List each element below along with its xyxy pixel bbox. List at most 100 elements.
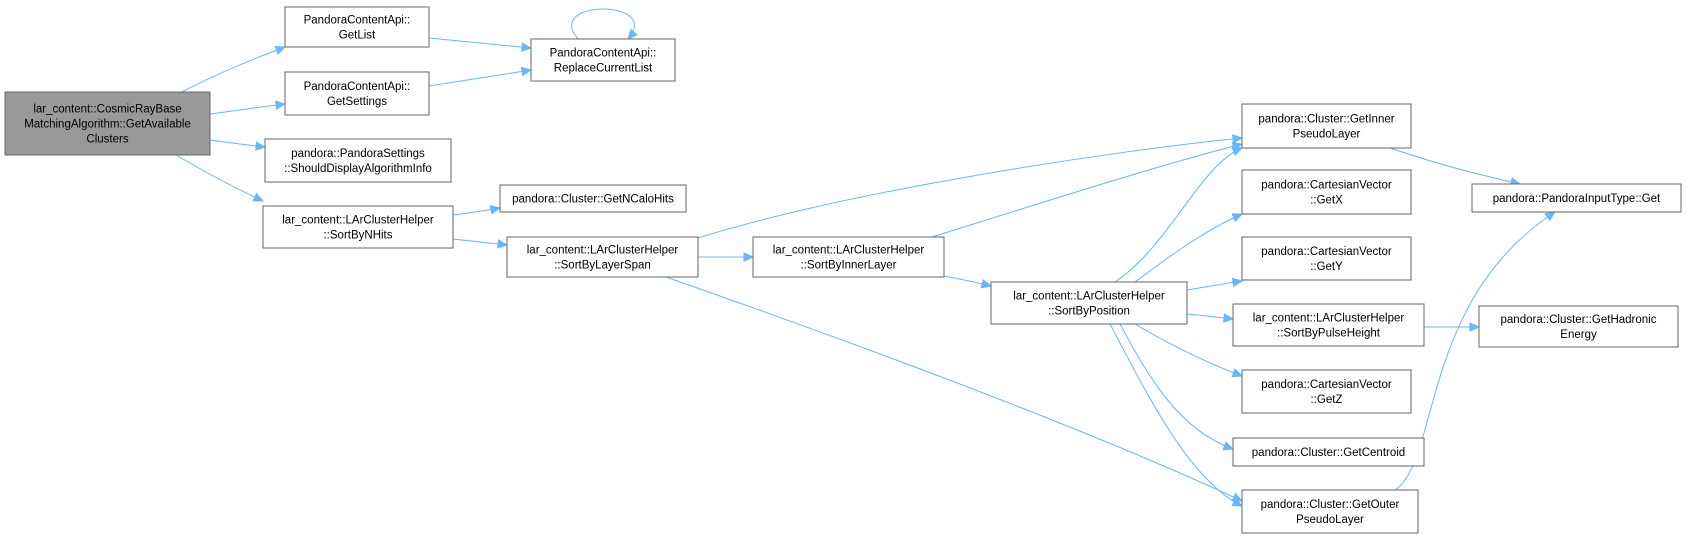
arrowhead-icon (1231, 213, 1244, 223)
node-label-line: ReplaceCurrentList (554, 63, 653, 75)
edge-root-to-sortbynhits (175, 154, 265, 202)
node-inputtype[interactable]: pandora::PandoraInputType::Get (1471, 183, 1682, 213)
node-sortbynhits[interactable]: lar_content::LArClusterHelper::SortByNHi… (262, 205, 454, 249)
node-root[interactable]: lar_content::CosmicRayBaseMatchingAlgori… (4, 91, 211, 156)
edge-sortbyposition-to-getinner (1114, 147, 1244, 283)
node-label-line: pandora::PandoraSettings (291, 148, 425, 160)
arrowhead-icon (274, 45, 287, 55)
node-label-line: ::SortByNHits (323, 230, 392, 242)
node-label-line: ::SortByLayerSpan (554, 260, 651, 272)
arrowhead-icon (1231, 497, 1244, 507)
node-label-line: PandoraContentApi:: (304, 81, 411, 93)
node-label-line: pandora::CartesianVector (1261, 246, 1392, 258)
edge-sortbylayerspan-to-getinner (697, 134, 1244, 239)
node-box (1241, 236, 1412, 281)
edge-line (1389, 147, 1521, 185)
edge-line (175, 46, 286, 96)
node-getncalohits[interactable]: pandora::Cluster::GetNCaloHits (499, 184, 687, 213)
node-shoulddisplay[interactable]: pandora::PandoraSettings::ShouldDisplayA… (264, 138, 452, 183)
node-label-line: Clusters (86, 134, 128, 146)
node-getz[interactable]: pandora::CartesianVector::GetZ (1241, 369, 1412, 414)
node-label-line: lar_content::LArClusterHelper (282, 215, 434, 227)
node-box (1241, 103, 1412, 149)
node-label-line: PseudoLayer (1296, 514, 1364, 526)
edge-line (175, 154, 264, 202)
node-box (1478, 305, 1679, 348)
node-label-line: ::GetY (1310, 261, 1343, 273)
arrowhead-icon (255, 141, 267, 151)
edge-sortbyposition-to-getcentroid (1119, 323, 1235, 451)
node-box (284, 71, 430, 116)
arrowhead-icon (1231, 368, 1244, 378)
edge-root-to-getlist (175, 45, 287, 96)
edge-line (1134, 323, 1243, 377)
node-getsettings[interactable]: PandoraContentApi::GetSettings (284, 71, 430, 116)
node-label-line: PandoraContentApi:: (304, 15, 411, 27)
node-sortbyinnerlayer[interactable]: lar_content::LArClusterHelper::SortByInn… (752, 236, 945, 278)
node-sortbylayerspan[interactable]: lar_content::LArClusterHelper::SortByLay… (506, 236, 699, 278)
edge-line (571, 8, 635, 40)
arrowhead-icon (1222, 441, 1235, 451)
edge-line (1114, 147, 1243, 283)
node-label-line: pandora::Cluster::GetInner (1258, 114, 1394, 126)
edge-root-to-getsettings (209, 100, 287, 115)
node-box (1232, 303, 1425, 347)
node-replace[interactable]: PandoraContentApi::ReplaceCurrentList (530, 38, 676, 82)
node-label-line: pandora::PandoraInputType::Get (1493, 193, 1661, 205)
node-label-line: ::GetX (1310, 195, 1343, 207)
node-label-line: ::SortByPulseHeight (1277, 328, 1381, 340)
node-getx[interactable]: pandora::CartesianVector::GetX (1241, 169, 1412, 215)
edge-line (428, 69, 532, 87)
node-label-line: PandoraContentApi:: (550, 48, 657, 60)
nodes-layer: lar_content::CosmicRayBaseMatchingAlgori… (4, 6, 1682, 534)
node-label-line: GetList (339, 30, 376, 42)
edge-sortbyposition-to-gety (1186, 277, 1244, 291)
node-label-line: lar_content::LArClusterHelper (1253, 313, 1405, 325)
arrowhead-icon (497, 239, 509, 249)
arrowhead-icon (1469, 322, 1481, 332)
arrowhead-icon (1232, 134, 1244, 144)
arrowhead-icon (520, 66, 533, 77)
node-label-line: pandora::Cluster::GetNCaloHits (512, 194, 674, 206)
node-label-line: pandora::CartesianVector (1261, 379, 1392, 391)
arrowhead-icon (1544, 211, 1557, 222)
node-label-line: PseudoLayer (1293, 129, 1361, 141)
edge-sortbyposition-to-sortbypulse (1186, 313, 1235, 323)
node-label-line: lar_content::LArClusterHelper (773, 245, 925, 257)
edge-getsettings-to-replace (428, 66, 533, 87)
node-box (990, 281, 1188, 325)
node-box (530, 38, 676, 82)
node-box (284, 6, 430, 48)
node-label-line: pandora::Cluster::GetHadronic (1501, 314, 1657, 326)
node-sortbyposition[interactable]: lar_content::LArClusterHelper::SortByPos… (990, 281, 1188, 325)
node-label-line: MatchingAlgorithm::GetAvailable (24, 119, 191, 131)
arrowhead-icon (489, 204, 502, 215)
node-gety[interactable]: pandora::CartesianVector::GetY (1241, 236, 1412, 281)
edge-line (209, 103, 286, 115)
node-sortbypulse[interactable]: lar_content::LArClusterHelper::SortByPul… (1232, 303, 1425, 347)
edges-layer (175, 8, 1557, 507)
edge-getlist-to-replace (428, 37, 533, 52)
node-getcentroid[interactable]: pandora::Cluster::GetCentroid (1232, 437, 1425, 467)
arrowhead-icon (1223, 313, 1235, 323)
arrowhead-icon (627, 28, 638, 40)
node-label-line: lar_content::LArClusterHelper (527, 245, 679, 257)
node-box (1232, 437, 1425, 467)
arrowhead-icon (1231, 277, 1244, 288)
edge-line (1134, 213, 1243, 283)
node-label-line: ::ShouldDisplayAlgorithmInfo (284, 163, 432, 175)
edge-getouter-to-inputtype (1394, 211, 1557, 491)
node-label-line: pandora::CartesianVector (1261, 180, 1392, 192)
arrowhead-icon (980, 279, 993, 289)
edge-sortbypulse-to-hadronic (1424, 322, 1481, 332)
edge-line (1109, 323, 1243, 507)
edge-sortbyposition-to-getz (1134, 323, 1244, 378)
node-getlist[interactable]: PandoraContentApi::GetList (284, 6, 430, 48)
node-box (1241, 369, 1412, 414)
node-label-line: lar_content::LArClusterHelper (1013, 291, 1165, 303)
edge-replace-to-replace (571, 8, 638, 40)
